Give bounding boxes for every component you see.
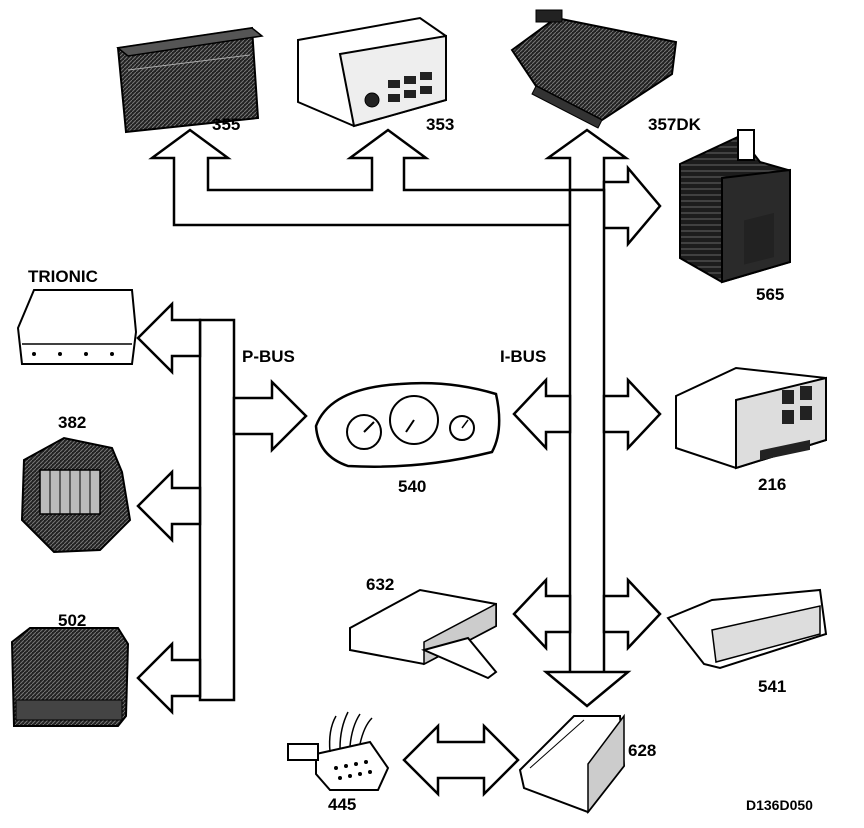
label-628: 628 [628, 741, 657, 760]
figure-code: D136D050 [746, 797, 813, 813]
module-565-icon [679, 129, 792, 284]
display-541-icon [666, 439, 828, 670]
bus-arrow-628 [542, 670, 632, 708]
label-541: 541 [758, 677, 787, 696]
bus-arrow-540 [512, 376, 572, 452]
ibus-trunk [568, 188, 606, 684]
radio-353-icon [297, 16, 447, 128]
label-445: 445 [328, 795, 357, 814]
abs-382-icon [20, 436, 132, 554]
label-216: 216 [758, 475, 787, 494]
module-632-icon [349, 588, 498, 680]
label-trionic: TRIONIC [28, 267, 98, 286]
trionic-ecu-icon [16, 289, 138, 365]
module-628-icon [518, 713, 626, 815]
label-502: 502 [58, 611, 87, 630]
module-502-icon [10, 627, 130, 727]
label-pbus: P-BUS [242, 347, 295, 366]
label-382: 382 [58, 413, 87, 432]
bus-lines [136, 128, 662, 798]
module-355-icon [116, 26, 264, 134]
bus-arrow-632 [512, 576, 572, 652]
bus-arrow-216 [602, 376, 662, 452]
bus-arrow-502 [136, 640, 202, 716]
bus-arrow-pbus-540 [232, 378, 308, 454]
label-565: 565 [756, 285, 785, 304]
module-357dk-icon [510, 9, 678, 129]
label-353: 353 [426, 115, 455, 134]
label-355: 355 [212, 115, 241, 134]
bus-arrow-541 [602, 576, 662, 652]
instrument-cluster-540-icon [314, 381, 501, 468]
pbus-trunk [198, 318, 236, 702]
label-540: 540 [398, 477, 427, 496]
bus-arrow-trionic [136, 300, 202, 376]
bus-arrow-382 [136, 468, 202, 544]
label-632: 632 [366, 575, 395, 594]
label-357dk: 357DK [648, 115, 701, 134]
top-bus-arrow [148, 128, 572, 227]
bus-arrow-445-628 [402, 722, 520, 798]
label-ibus: I-BUS [500, 347, 547, 366]
bus-arrow-565 [602, 164, 662, 248]
obd-connector-445-icon [287, 711, 390, 791]
